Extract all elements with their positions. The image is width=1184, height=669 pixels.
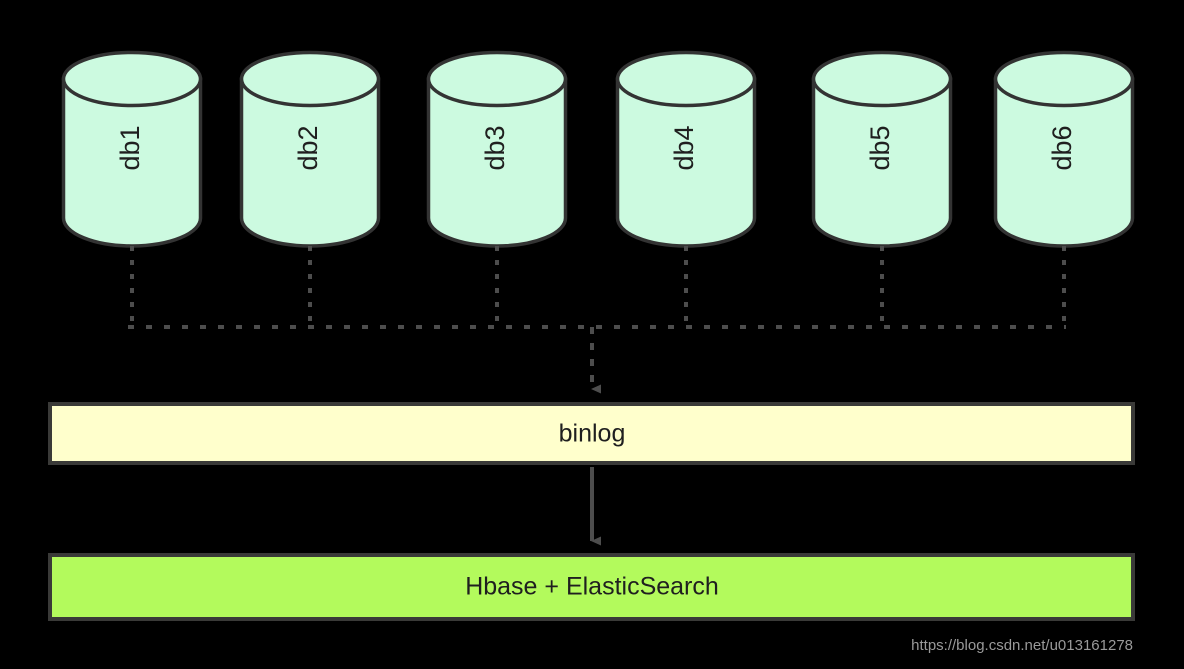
cylinder-label: db1 [115,125,145,170]
cylinder-top [993,50,1135,108]
cylinder-body [61,77,203,248]
binlog-box-label: binlog [559,420,626,448]
sink-box-rect [48,553,1135,621]
sink-box[interactable]: Hbase + ElasticSearch [48,553,1135,621]
cylinder-top [61,50,203,108]
database-cylinder-db4[interactable]: db4 [615,50,757,248]
database-cylinder-db1[interactable]: db1 [61,50,203,248]
binlog-box-rect [48,402,1135,465]
cylinder-label: db4 [669,125,699,170]
cylinder-body [239,77,381,248]
cylinder-body [615,77,757,248]
binlog-box[interactable]: binlog [48,402,1135,465]
source-databases-group: db1 db2 db3 db4 [61,50,1135,248]
cylinder-label: db3 [480,125,510,170]
database-drop-connectors [130,246,1066,327]
sink-box-label: Hbase + ElasticSearch [465,573,719,601]
watermark: https://blog.csdn.net/u013161278 [911,637,1133,654]
cylinder-label: db2 [293,125,323,170]
cylinder-top [426,50,568,108]
cylinder-label: db6 [1047,125,1077,170]
cylinder-top [811,50,953,108]
cylinder-body [811,77,953,248]
cylinder-body [426,77,568,248]
database-cylinder-db2[interactable]: db2 [239,50,381,248]
database-cylinder-db3[interactable]: db3 [426,50,568,248]
cylinder-top [239,50,381,108]
cylinder-label: db5 [865,125,895,170]
cylinder-body [993,77,1135,248]
database-cylinder-db5[interactable]: db5 [811,50,953,248]
database-cylinder-db6[interactable]: db6 [993,50,1135,248]
cylinder-top [615,50,757,108]
